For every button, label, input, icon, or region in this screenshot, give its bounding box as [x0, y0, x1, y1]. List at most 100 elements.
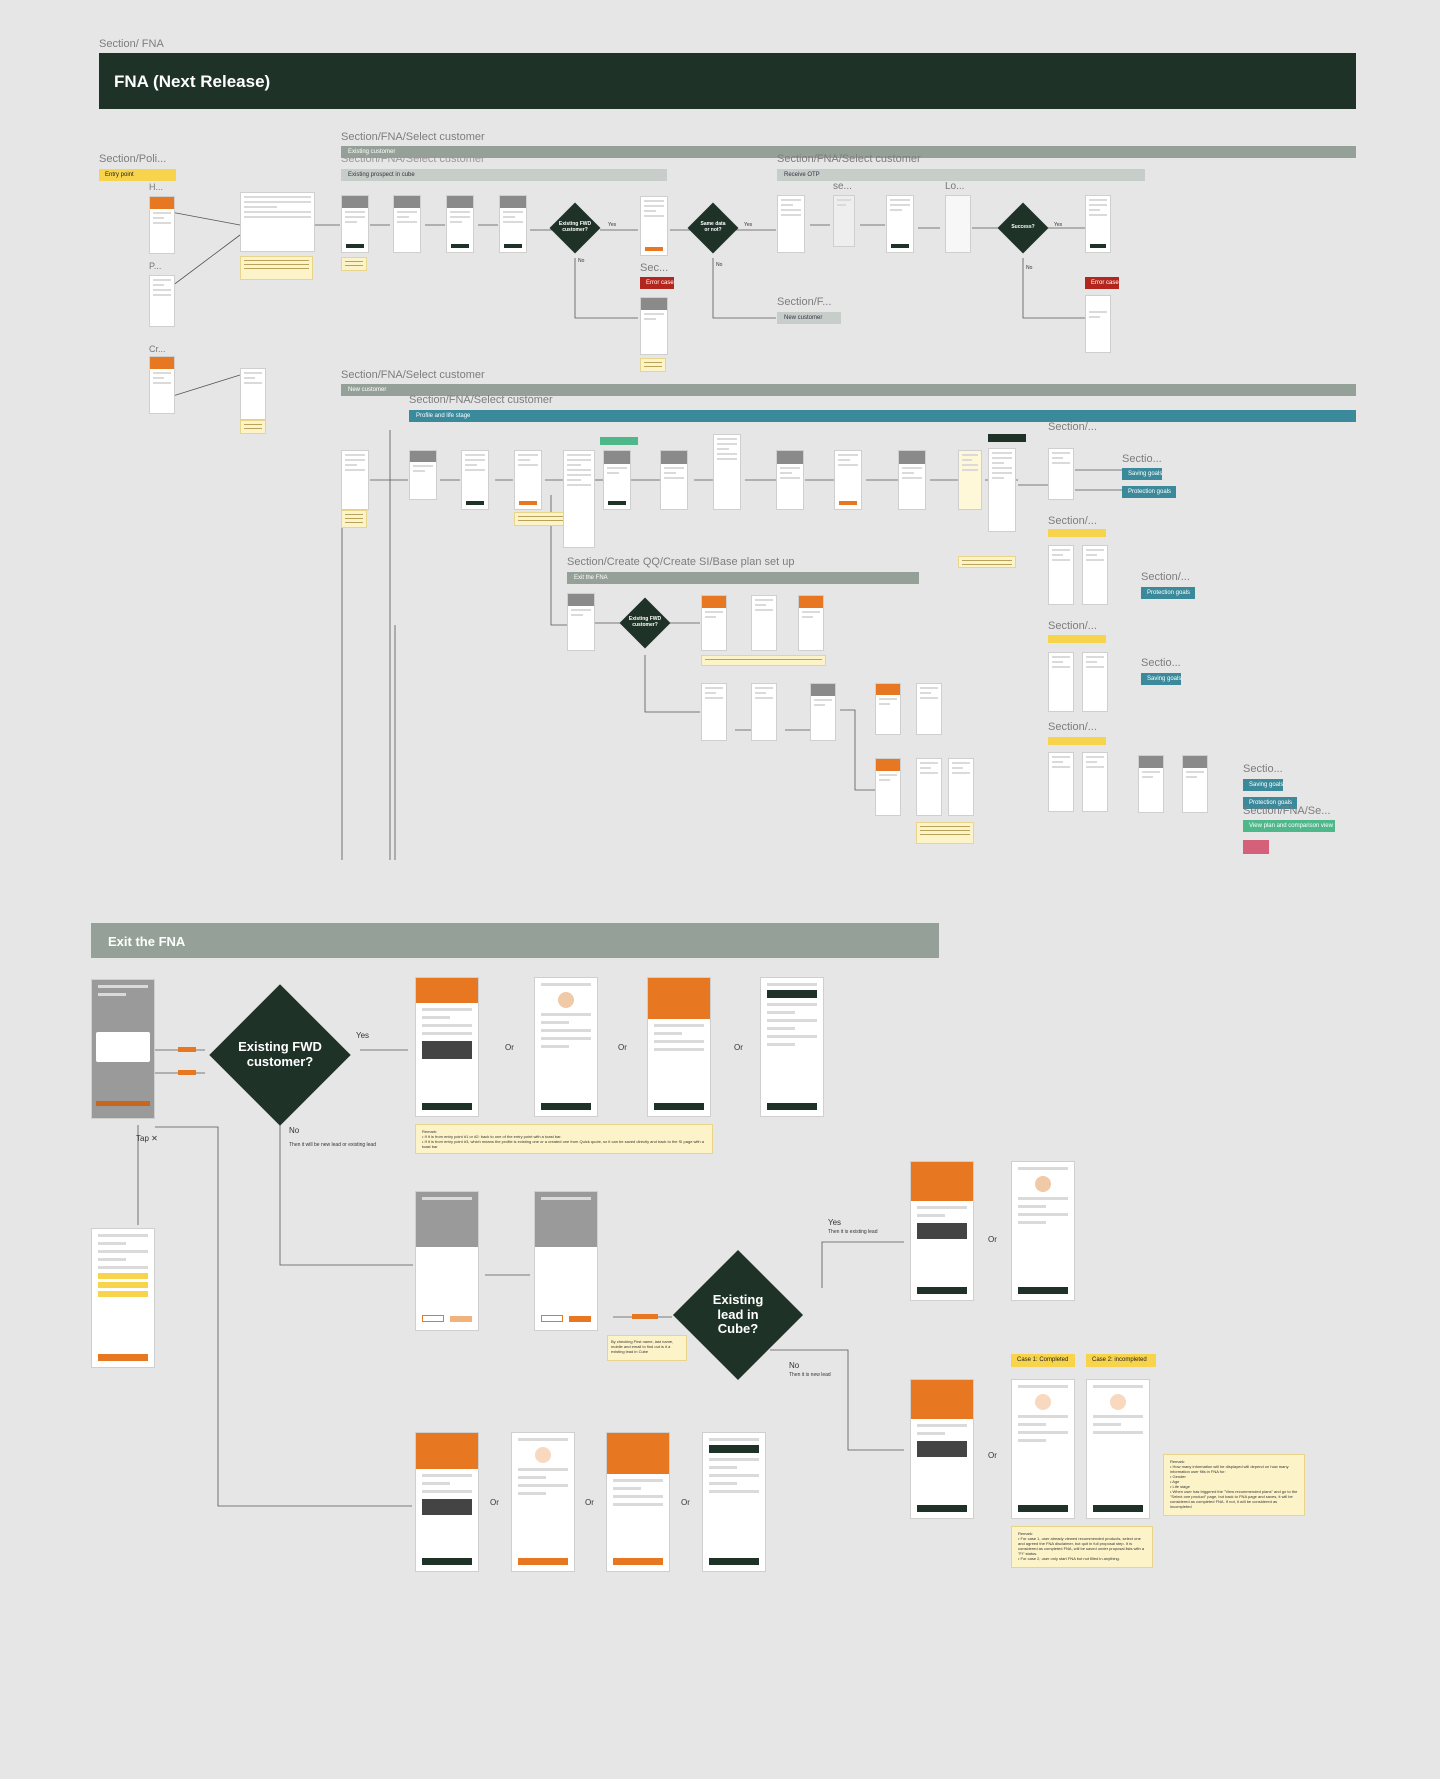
- decision-same-data: Same data or not?: [687, 202, 739, 254]
- or-2: Or: [618, 1043, 627, 1052]
- page-title: FNA (Next Release): [114, 72, 271, 91]
- tap-label: Tap ✕: [136, 1134, 158, 1143]
- saving-goals-tag-3: Saving goals: [1243, 779, 1283, 791]
- lead-no-note: Then it is new lead: [789, 1372, 831, 1378]
- exit-pill-2: [178, 1070, 196, 1075]
- no-label-2: No: [716, 262, 723, 268]
- nc-note-3: [958, 556, 1016, 568]
- remark-right-note: Remark: • How many information will be d…: [1163, 1454, 1305, 1516]
- or-bottom-3: Or: [681, 1498, 690, 1507]
- new-customer-small-title: Section/F...: [777, 296, 832, 308]
- protection-goals-tag-1: Protection goals: [1122, 486, 1176, 498]
- exit-no-label: No: [289, 1126, 300, 1135]
- no-label-1: No: [578, 258, 585, 264]
- lead-check-note: By checking First name, last name, mobil…: [607, 1335, 687, 1361]
- entry-screen-home: [149, 196, 175, 254]
- nc-screen-11: [898, 450, 926, 510]
- or-3: Or: [734, 1043, 743, 1052]
- sc-screen-2: [393, 195, 421, 253]
- qq-note-2: [916, 822, 974, 844]
- nc-tag-dark: [988, 434, 1026, 442]
- protection-goals-tag-3: Protection goals: [1243, 797, 1297, 809]
- sc-screen-1: [341, 195, 369, 253]
- case-2-tag: Case 2: incompleted: [1086, 1354, 1156, 1367]
- saving-goals-tag-2: Saving goals: [1141, 673, 1181, 685]
- lead-yes-label: Yes: [828, 1218, 842, 1227]
- nc-screen-4: [514, 450, 542, 510]
- new-customer-small-bar: New customer: [777, 312, 841, 324]
- lead-no-label: No: [789, 1361, 800, 1370]
- existing-lead-profile: [1011, 1161, 1075, 1301]
- or-1: Or: [505, 1043, 514, 1052]
- decision-existing-fwd-exit: Existing FWD customer?: [209, 984, 351, 1126]
- goal-screen-2a: [1048, 545, 1074, 605]
- sc-note-1: [341, 257, 367, 271]
- bottom-result-list: [702, 1432, 766, 1572]
- qq-screen-11: [916, 758, 942, 816]
- exit-fna-banner-text: Exit the FNA: [108, 934, 186, 949]
- otp-screen-1: [777, 195, 805, 253]
- goal-section-1: Section/...: [1048, 421, 1097, 433]
- qq-screen-4: [798, 595, 824, 651]
- qq-screen-5: [701, 683, 727, 741]
- entry-screen-fna-2: [240, 368, 266, 420]
- qq-screen-2: [701, 595, 727, 651]
- yes-label-2: Yes: [744, 222, 753, 228]
- right-label-2: Section/...: [1141, 571, 1190, 583]
- loading-screen: [945, 195, 971, 253]
- exit-result-home: [415, 977, 479, 1117]
- close-icon: ✕: [151, 1134, 158, 1143]
- section-path: Section/ FNA: [99, 38, 164, 50]
- nc-screen-2: [409, 450, 437, 500]
- error-section-1: Sec...: [640, 262, 669, 274]
- decision-existing-fwd-top: Existing FWD customer?: [549, 202, 601, 254]
- remark-top-note: Remark: • If it is from entry point #1 o…: [415, 1124, 713, 1154]
- no-label-3: No: [1026, 265, 1033, 271]
- sc-screen-5: [640, 196, 668, 256]
- exit-result-quick-quote: [647, 977, 711, 1117]
- nc-screen-7: [660, 450, 688, 510]
- qq-screen-12: [948, 758, 974, 816]
- nc-screen-3: [461, 450, 489, 510]
- new-customer-title: Section/FNA/Select customer: [341, 369, 485, 381]
- goal-screen-4a: [1048, 752, 1074, 812]
- decision-existing-lead: Existing lead in Cube?: [672, 1249, 804, 1381]
- entry-note-1: [240, 256, 313, 280]
- decision-success: Success?: [997, 202, 1049, 254]
- case-1-tag: Case 1: Completed: [1011, 1354, 1075, 1367]
- exit-pill-1: [178, 1047, 196, 1052]
- existing-prospect-title: Section/FNA/Select customer: [341, 153, 485, 165]
- goal-tag-yellow-4: [1048, 737, 1106, 745]
- success-screen: [1085, 195, 1111, 253]
- new-lead-profile-case2: [1086, 1379, 1150, 1519]
- left-frame-label-3: Cr...: [149, 344, 166, 354]
- goal-section-2: Section/...: [1048, 515, 1097, 527]
- nc-screen-1: [341, 450, 369, 510]
- success-error-screen: [1085, 295, 1111, 353]
- nc-screen-13: [988, 448, 1016, 532]
- receive-otp-title: Section/FNA/Select customer: [777, 153, 921, 165]
- sc-screen-error-1: [640, 297, 668, 355]
- page-title-banner: FNA (Next Release): [99, 53, 1356, 109]
- or-bottom-2: Or: [585, 1498, 594, 1507]
- goal-screen-4c: [1138, 755, 1164, 813]
- yes-label-1: Yes: [608, 222, 617, 228]
- or-lead-2: Or: [988, 1451, 997, 1460]
- qq-note-1: [701, 655, 826, 666]
- new-lead-home: [910, 1379, 974, 1519]
- create-qq-bar: Exit the FNA: [567, 572, 919, 584]
- exit-fna-banner: Exit the FNA: [91, 923, 939, 958]
- goal-screen-3b: [1082, 652, 1108, 712]
- select-customer-title: Section/FNA/Select customer: [341, 131, 485, 143]
- new-lead-profile-case1: [1011, 1379, 1075, 1519]
- otp-frame-label: se...: [833, 181, 852, 192]
- nc-screen-10: [834, 450, 862, 510]
- receive-otp-bar: Receive OTP: [777, 169, 1145, 181]
- exit-modal-screen: [91, 979, 155, 1119]
- view-plan-tag: View plan and comparison view: [1243, 820, 1335, 832]
- view-plan-thumbnail: [1243, 840, 1269, 854]
- nc-tag-small: [600, 437, 638, 445]
- goal-tag-yellow-2: [1048, 529, 1106, 537]
- goal-screen-1: [1048, 448, 1074, 500]
- qq-screen-6: [751, 683, 777, 741]
